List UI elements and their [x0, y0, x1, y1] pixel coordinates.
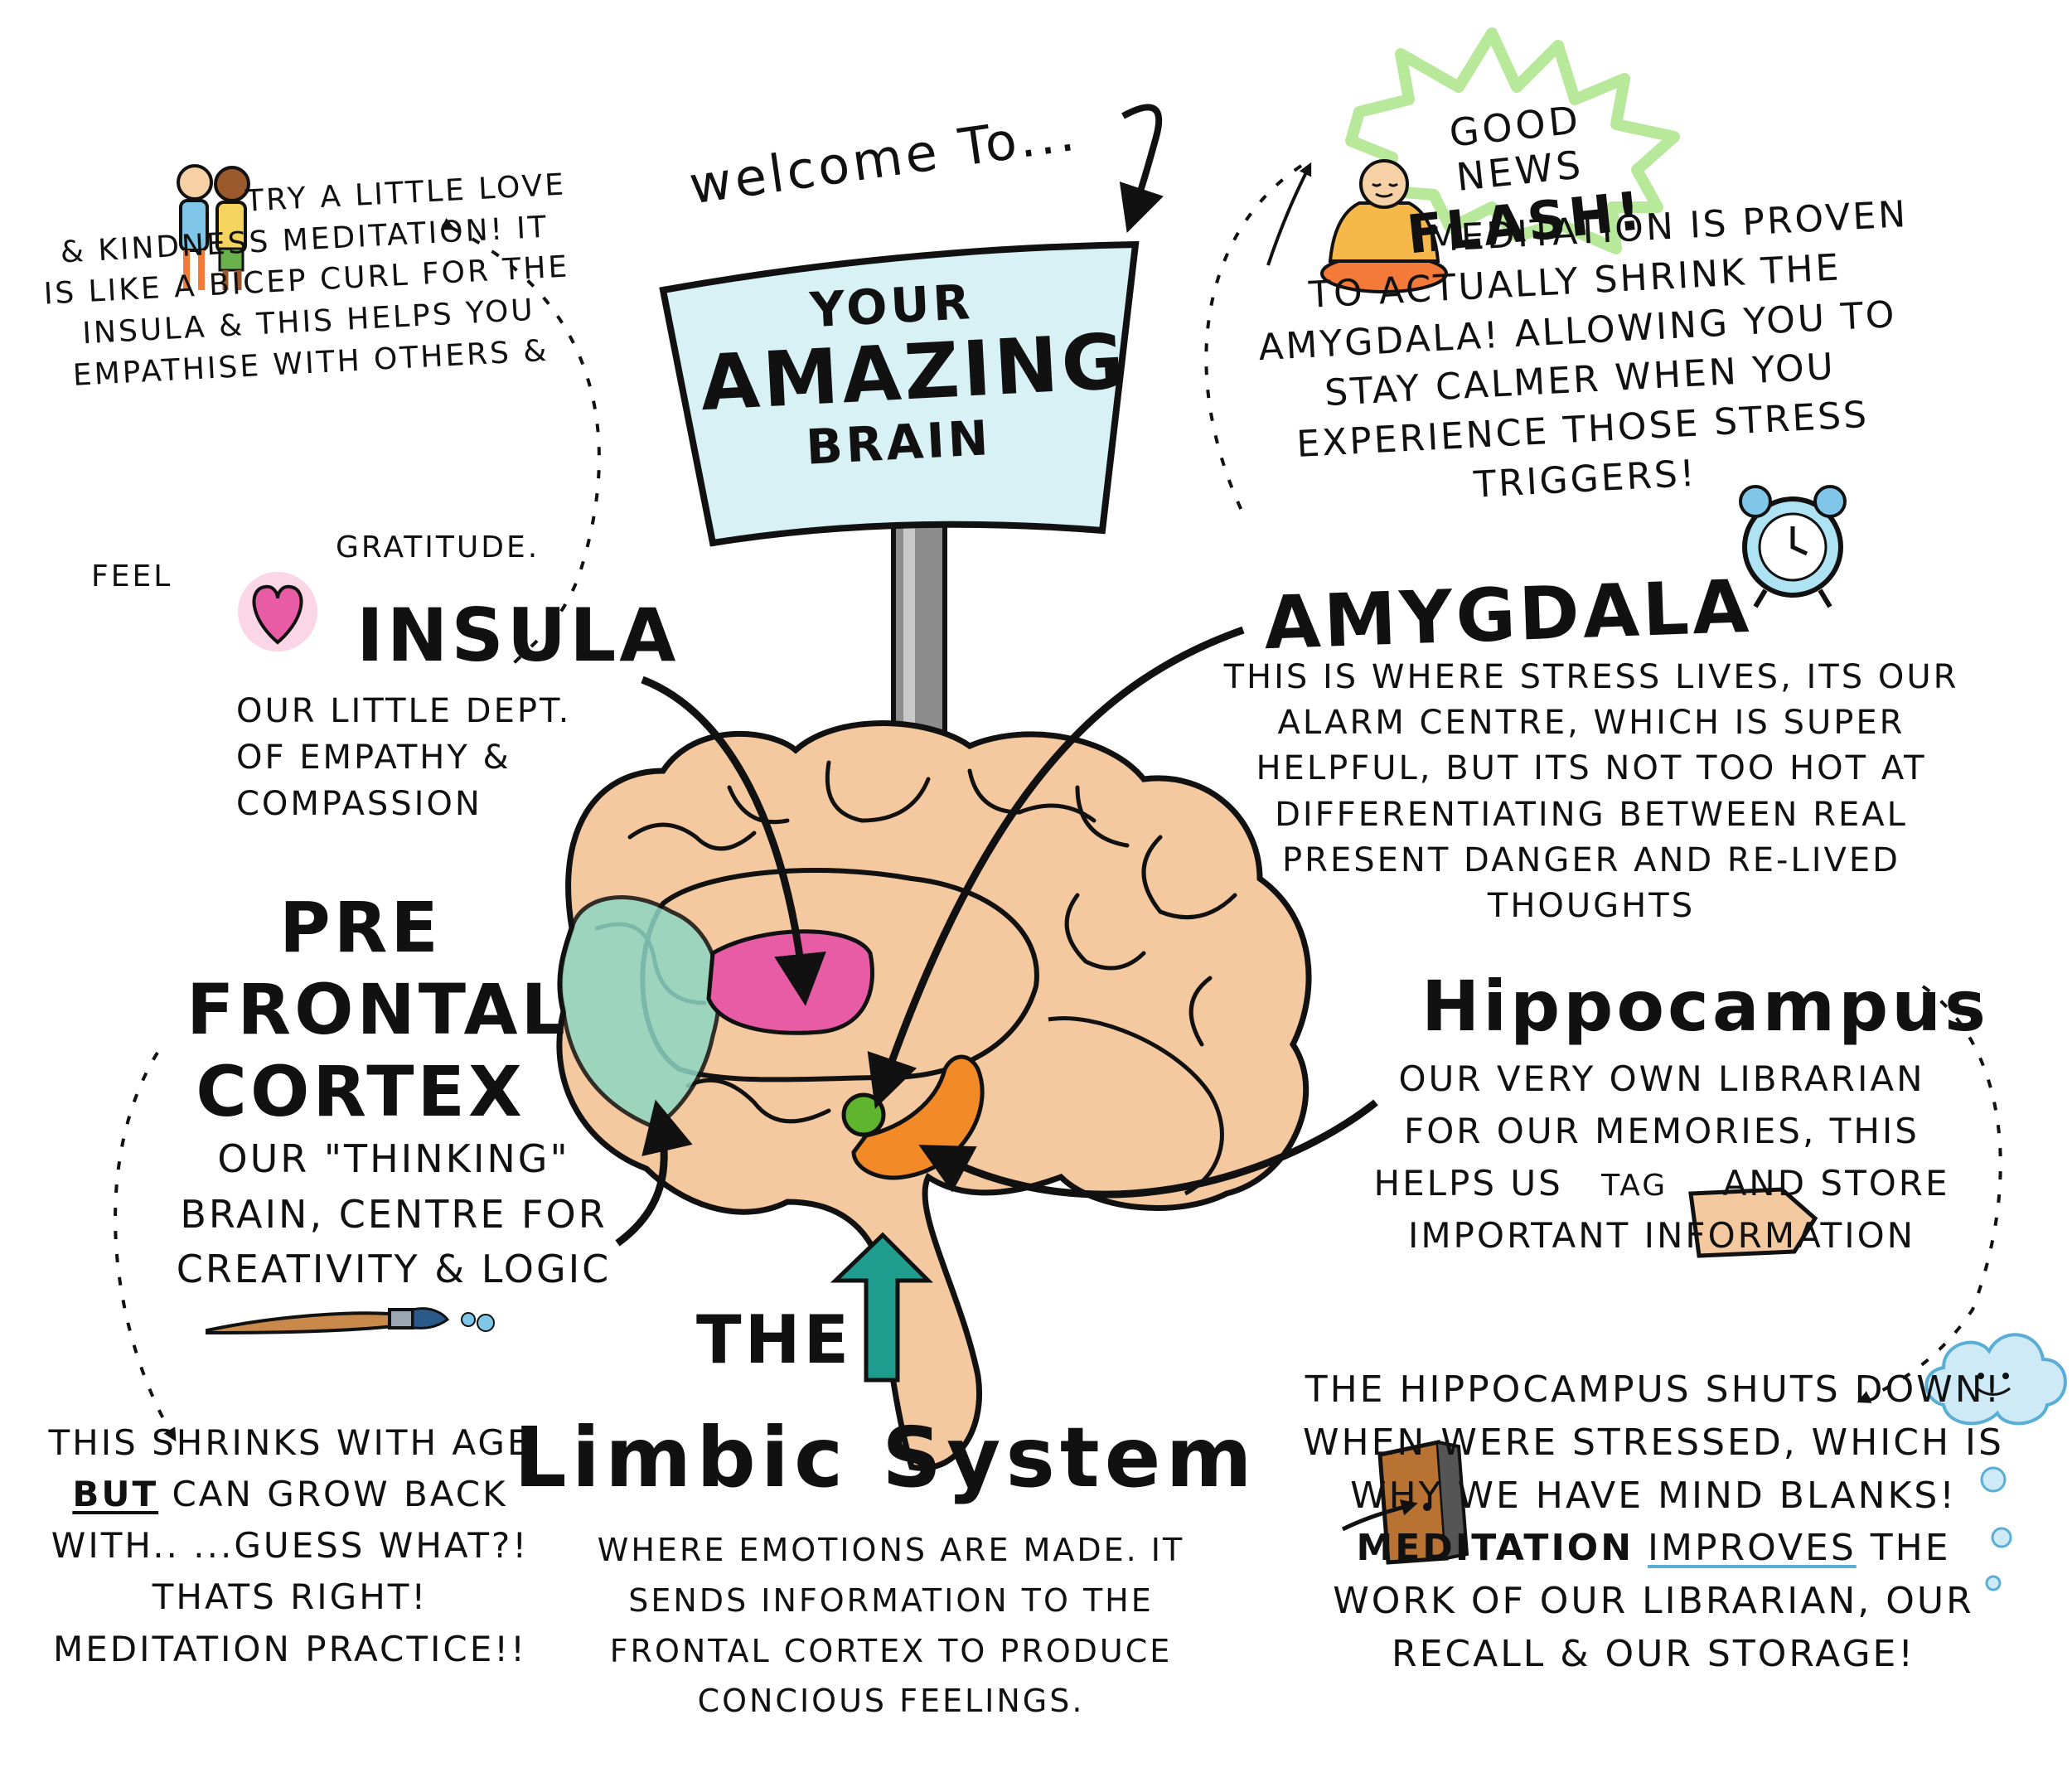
- amygdala-pointer-arrow: [867, 626, 1245, 1109]
- pfc-pointer-arrow: [615, 1099, 693, 1247]
- heart-icon: [238, 572, 317, 651]
- tag-label: TAG: [1601, 1169, 1668, 1203]
- hippocampus-desc-b: and store important information: [1407, 1163, 1950, 1256]
- welcome-arrow: [1119, 104, 1164, 233]
- pfc-line-3: CORTEX: [196, 1051, 525, 1133]
- kindness-note: Try A Little Love & Kindness meditation!…: [36, 164, 577, 398]
- news-burst: [1345, 27, 1680, 254]
- pfc-dashed-loop: [114, 1051, 177, 1442]
- limbic-desc: where emotions are made. it sends inform…: [597, 1532, 1185, 1720]
- insula-region: [706, 929, 874, 1035]
- shrinks-note-part2: can grow back with.. ...guess what?! Tha…: [51, 1474, 530, 1669]
- limbic-the: THE: [696, 1301, 853, 1378]
- shuts-note-improves: improves: [1648, 1527, 1857, 1570]
- amygdala-region: [841, 1092, 886, 1137]
- hugging-couple-icon: [177, 164, 250, 290]
- sign-title: YOUR AMAZING BRAIN: [695, 268, 1130, 481]
- shrinks-note-but: BUT: [72, 1474, 159, 1515]
- hippocampus-title: Hippocampus: [1421, 966, 1989, 1047]
- hippocampus-pointer-arrow: [918, 1099, 1378, 1199]
- meditation-note: Meditation is Proven To actually shrink …: [1257, 193, 1910, 506]
- sign-board: [659, 240, 1140, 547]
- shuts-down-note: The Hippocampus shuts down! when were st…: [1293, 1363, 2014, 1681]
- shrinks-note-part1: This shrinks with age: [48, 1422, 532, 1463]
- hippocampus-desc: our very own Librarian for our memories,…: [1359, 1053, 1964, 1262]
- kindness-gratitude: gratitude.: [336, 530, 540, 564]
- shuts-note-part2: the work of our Librarian, our recall & …: [1333, 1527, 1974, 1675]
- shrinks-note: This shrinks with age BUT can grow back …: [37, 1417, 543, 1675]
- amygdala-desc: This is where stress Lives, its our alar…: [1223, 658, 1959, 925]
- alarm-clock-icon: [1739, 485, 1847, 608]
- pfc-desc: our "Thinking" brain, centre for creativ…: [176, 1136, 612, 1292]
- limbic-up-arrow: [830, 1232, 934, 1383]
- insula-dashed-loop: [440, 217, 601, 665]
- hippocampus-desc-a: our very own Librarian for our memories,…: [1373, 1058, 1925, 1204]
- insula-pointer-arrow: [641, 676, 826, 1006]
- hippocampus-dashed-loop: [1857, 985, 2002, 1403]
- door-icon: [1341, 1439, 1469, 1565]
- sign-line-2: AMAZING: [698, 317, 1130, 429]
- insula-title: INSULA: [356, 593, 680, 678]
- limbic-title: Limbic System: [514, 1409, 1257, 1506]
- prefrontal-cortex-region: [558, 895, 722, 1130]
- pfc-title: PRE FRONTAL CORTEX: [186, 887, 569, 1133]
- kindness-feel: feel: [91, 559, 173, 593]
- pfc-line-2: FRONTAL: [186, 969, 569, 1051]
- shuts-note-meditation: meditation: [1356, 1527, 1634, 1570]
- insula-desc: Our Little Dept. of empathy & compassion: [236, 692, 572, 823]
- meditation-dashed-loop: [1204, 164, 1303, 515]
- cloud-icon: [1924, 1333, 2067, 1591]
- kindness-note-text: Try A Little Love & Kindness meditation!…: [42, 167, 571, 393]
- tag-shape: [1688, 1187, 1818, 1258]
- amygdala-title: AMYGDALA: [1262, 563, 1754, 666]
- pfc-line-1: PRE: [279, 887, 442, 968]
- shuts-note-part1: The Hippocampus shuts down! when were st…: [1303, 1368, 2004, 1517]
- paintbrush-icon: [206, 1307, 495, 1335]
- meditating-person-icon: [1320, 159, 1448, 293]
